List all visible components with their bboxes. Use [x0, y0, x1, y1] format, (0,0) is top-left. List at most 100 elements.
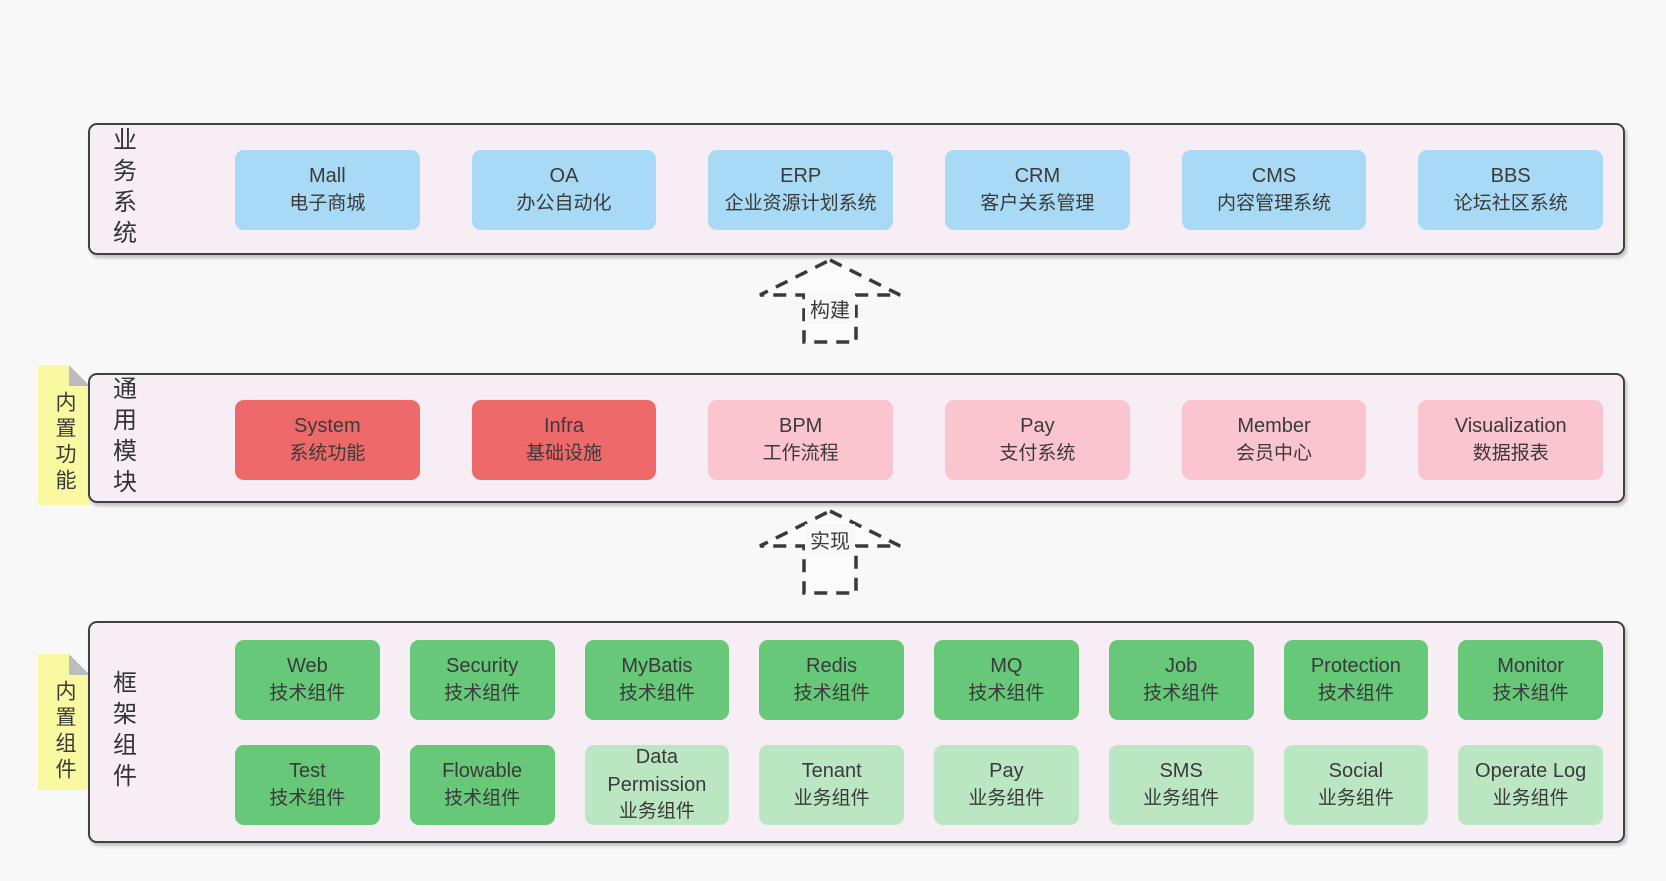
node-member: Member 会员中心	[1181, 400, 1367, 480]
node-subtitle: 论坛社区系统	[1453, 192, 1568, 214]
panel-business-systems: 业务系统 Mall 电子商城 OA 办公自动化 ERP 企业资源计划系统 CRM…	[88, 123, 1625, 255]
node-title: OA	[549, 165, 579, 188]
node-protection: Protection 技术组件	[1283, 640, 1429, 720]
node-title: Security	[446, 655, 519, 678]
note-fold-corner	[69, 365, 90, 386]
node-subtitle: 工作流程	[762, 442, 839, 464]
node-pay-component: Pay 业务组件	[934, 745, 1079, 825]
node-title: Flowable	[442, 760, 523, 783]
note-label: 内置组件	[53, 680, 76, 784]
node-subtitle: 客户关系管理	[980, 192, 1095, 214]
node-title: Data Permission	[607, 746, 707, 796]
node-subtitle: 支付系统	[999, 442, 1076, 464]
node-title: Visualization	[1454, 415, 1567, 438]
node-subtitle: 技术组件	[1317, 682, 1394, 704]
node-test: Test 技术组件	[235, 745, 380, 825]
side-label-framework-components: 框架组件	[108, 670, 136, 794]
node-title: Social	[1328, 760, 1384, 783]
node-tenant: Tenant 业务组件	[759, 745, 904, 825]
node-subtitle: 电子商城	[289, 192, 366, 214]
node-oa: OA 办公自动化	[471, 150, 657, 230]
node-monitor: Monitor 技术组件	[1458, 640, 1603, 720]
note-fold-corner	[69, 654, 90, 675]
node-redis: Redis 技术组件	[759, 640, 904, 720]
panel-common-modules: 通用模块 System 系统功能 Infra 基础设施 BPM 工作流程 Pay…	[88, 373, 1625, 503]
node-subtitle: 业务组件	[1143, 787, 1220, 809]
node-bpm: BPM 工作流程	[708, 400, 894, 480]
node-title: Infra	[543, 415, 585, 438]
node-cms: CMS 内容管理系统	[1181, 150, 1367, 230]
node-infra: Infra 基础设施	[471, 400, 657, 480]
node-social: Social 业务组件	[1283, 745, 1429, 825]
node-subtitle: 会员中心	[1236, 442, 1313, 464]
node-pay: Pay 支付系统	[945, 400, 1130, 480]
framework-row-1: Web 技术组件 Security 技术组件 MyBatis 技术组件 Redi…	[235, 640, 1603, 720]
business-row: Mall 电子商城 OA 办公自动化 ERP 企业资源计划系统 CRM 客户关系…	[235, 150, 1604, 230]
node-subtitle: 办公自动化	[516, 192, 612, 214]
node-title: Redis	[806, 655, 858, 678]
node-subtitle: 技术组件	[968, 682, 1045, 704]
node-subtitle: 系统功能	[289, 442, 366, 464]
node-erp: ERP 企业资源计划系统	[708, 150, 894, 230]
node-title: SMS	[1159, 760, 1203, 783]
modules-row: System 系统功能 Infra 基础设施 BPM 工作流程 Pay 支付系统…	[235, 400, 1604, 480]
node-subtitle: 技术组件	[1492, 682, 1569, 704]
node-subtitle: 基础设施	[526, 442, 603, 464]
node-title: Job	[1165, 655, 1198, 678]
node-subtitle: 数据报表	[1472, 442, 1549, 464]
node-title: ERP	[780, 165, 822, 188]
panel-framework-components: 框架组件 Web 技术组件 Security 技术组件 MyBatis 技术组件…	[88, 621, 1625, 843]
node-title: CMS	[1251, 165, 1297, 188]
node-subtitle: 技术组件	[269, 787, 346, 809]
node-title: Web	[286, 655, 328, 678]
node-job: Job 技术组件	[1108, 640, 1254, 720]
note-label: 内置功能	[53, 391, 76, 495]
node-subtitle: 技术组件	[793, 682, 870, 704]
node-title: BBS	[1490, 165, 1531, 188]
node-subtitle: 业务组件	[1492, 787, 1569, 809]
node-bbs: BBS 论坛社区系统	[1418, 150, 1604, 230]
node-subtitle: 业务组件	[618, 801, 695, 823]
node-flowable: Flowable 技术组件	[409, 745, 555, 825]
framework-row-2: Test 技术组件 Flowable 技术组件 Data Permission …	[235, 745, 1603, 825]
node-title: Test	[289, 760, 326, 783]
node-title: CRM	[1014, 165, 1061, 188]
node-title: Monitor	[1497, 655, 1564, 678]
node-operate-log: Operate Log 业务组件	[1458, 745, 1603, 825]
node-subtitle: 技术组件	[444, 682, 521, 704]
arrow-label-implement: 实现	[805, 524, 855, 555]
arrow-label-build: 构建	[805, 293, 855, 324]
node-data-permission: Data Permission 业务组件	[584, 745, 730, 825]
node-security: Security 技术组件	[409, 640, 555, 720]
node-web: Web 技术组件	[235, 640, 380, 720]
node-subtitle: 企业资源计划系统	[724, 192, 877, 214]
node-mall: Mall 电子商城	[235, 150, 420, 230]
node-sms: SMS 业务组件	[1108, 745, 1254, 825]
node-title: Protection	[1310, 655, 1401, 678]
node-subtitle: 技术组件	[1143, 682, 1220, 704]
side-label-common-modules: 通用模块	[108, 376, 136, 500]
node-subtitle: 业务组件	[1317, 787, 1394, 809]
node-system: System 系统功能	[235, 400, 420, 480]
node-title: System	[293, 415, 361, 438]
node-title: Operate Log	[1475, 760, 1587, 783]
node-title: Pay	[1020, 415, 1055, 438]
node-title: Pay	[989, 760, 1024, 783]
node-crm: CRM 客户关系管理	[945, 150, 1130, 230]
node-title: Tenant	[801, 760, 862, 783]
node-subtitle: 内容管理系统	[1217, 192, 1332, 214]
node-mq: MQ 技术组件	[934, 640, 1079, 720]
sticky-note-built-in-components: 内置组件	[38, 654, 90, 790]
node-title: Mall	[309, 165, 346, 188]
node-title: MQ	[990, 655, 1023, 678]
side-label-business-systems: 业务系统	[108, 127, 136, 251]
node-subtitle: 技术组件	[444, 787, 521, 809]
node-title: MyBatis	[621, 655, 693, 678]
node-subtitle: 技术组件	[618, 682, 695, 704]
sticky-note-built-in-features: 内置功能	[38, 365, 90, 505]
node-visualization: Visualization 数据报表	[1418, 400, 1604, 480]
node-title: Member	[1237, 415, 1311, 438]
node-subtitle: 业务组件	[968, 787, 1045, 809]
node-mybatis: MyBatis 技术组件	[584, 640, 730, 720]
